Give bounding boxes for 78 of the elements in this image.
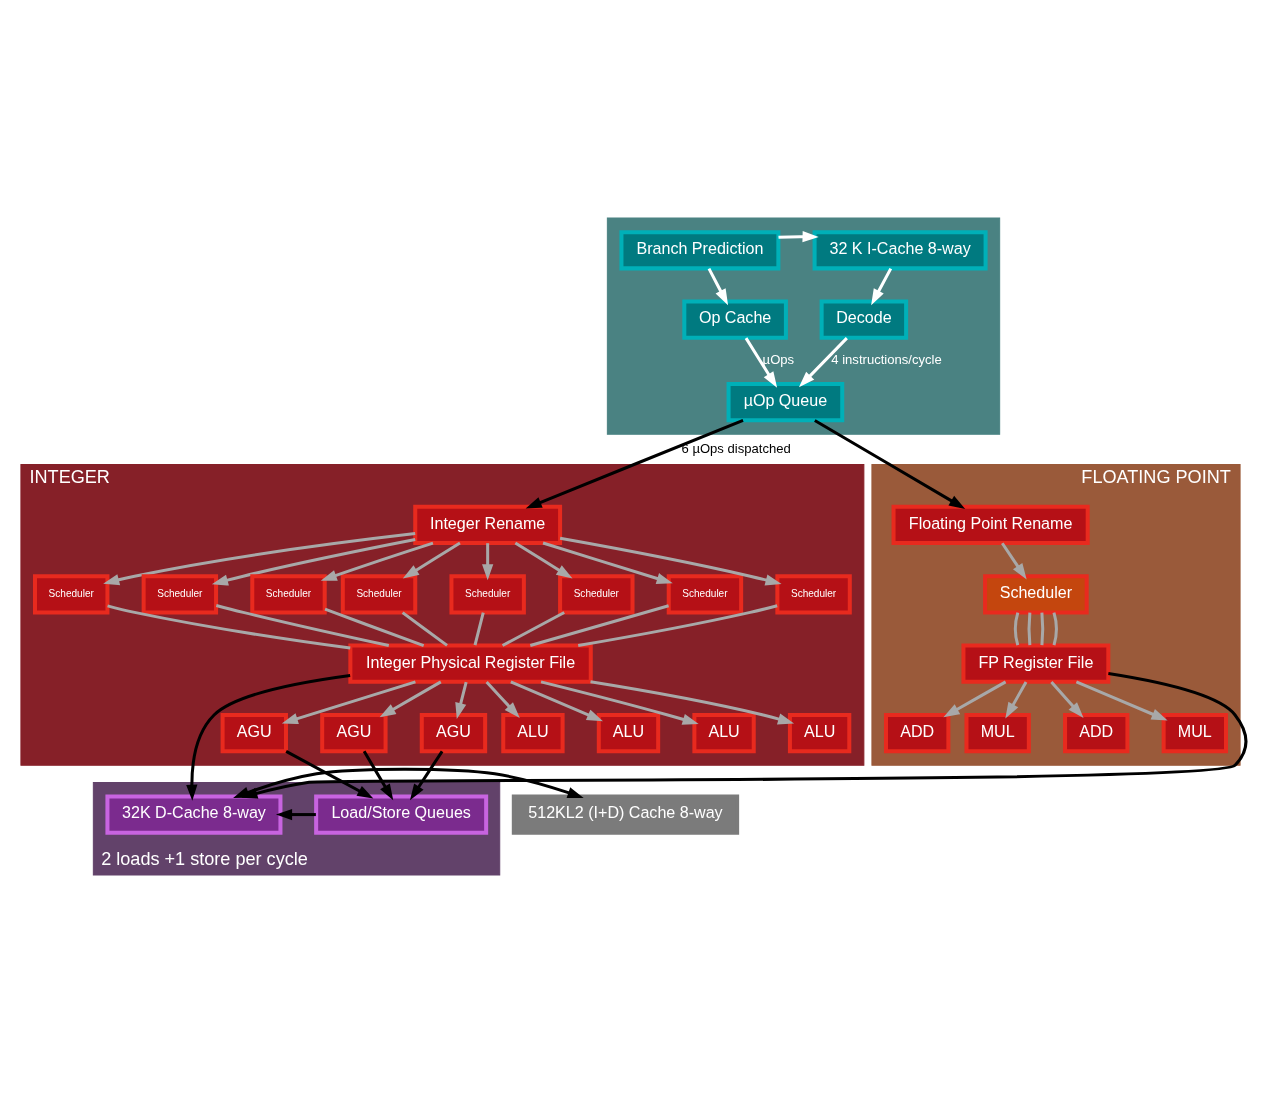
- node-box: Integer Rename: [413, 504, 563, 545]
- node-box: Load/Store Queues: [314, 794, 489, 835]
- arrow: [485, 681, 520, 718]
- arrow: [943, 680, 1007, 718]
- node-box: ALU: [596, 713, 661, 754]
- connector: [529, 604, 669, 647]
- arrow: [514, 541, 573, 579]
- arrow: [103, 532, 416, 586]
- node-box: MUL: [964, 713, 1031, 754]
- node-box: 32 K I-Cache 8-way: [812, 230, 988, 271]
- node-box: Scheduler: [449, 574, 526, 615]
- arrow: [362, 750, 394, 801]
- arrow: [525, 418, 744, 509]
- connector: [1052, 612, 1058, 646]
- arrow: [814, 419, 966, 509]
- connector: [324, 607, 425, 647]
- node-box: Scheduler: [666, 574, 744, 615]
- node-box: Branch Prediction: [619, 230, 781, 271]
- node-box: Scheduler: [558, 574, 635, 615]
- node-box: Floating Point Rename: [891, 504, 1090, 545]
- arrow: [590, 680, 795, 725]
- edge-label: µOps: [762, 352, 795, 368]
- arrow: [320, 541, 434, 581]
- node-box: Op Cache: [682, 299, 788, 340]
- node-box: Integer Physical Register File: [348, 643, 593, 684]
- node-box: MUL: [1161, 713, 1228, 754]
- connector: [107, 604, 351, 650]
- node-box: Scheduler: [983, 574, 1089, 615]
- arrow: [559, 536, 782, 586]
- arrow: [1001, 542, 1027, 580]
- arrow: [379, 680, 442, 718]
- connector: [473, 612, 485, 646]
- arrow: [1075, 680, 1168, 721]
- arrow: [402, 541, 461, 579]
- arrow: [409, 750, 444, 801]
- arrow: [1050, 681, 1084, 718]
- node-box: Decode: [819, 299, 909, 340]
- node-box: ADD: [1063, 713, 1130, 754]
- connector: [501, 611, 565, 647]
- connector: [577, 604, 778, 647]
- cluster: [606, 217, 1001, 435]
- node-box: Scheduler: [141, 574, 219, 615]
- arrow: [285, 750, 374, 799]
- node-box: AGU: [320, 713, 388, 754]
- edge-label: 4 instructions/cycle: [831, 352, 942, 368]
- node-box: ALU: [501, 713, 565, 754]
- node-box: ADD: [884, 713, 951, 754]
- node-box: 512KL2 (I+D) Cache 8-way: [511, 794, 740, 835]
- node-box: Scheduler: [33, 574, 110, 615]
- arrow: [275, 808, 316, 821]
- node-box: Scheduler: [340, 574, 418, 615]
- arrow: [455, 681, 468, 719]
- connector: [401, 611, 448, 647]
- node-box: 32K D-Cache 8-way: [105, 794, 283, 835]
- arrow: [211, 538, 416, 586]
- arrow: [281, 680, 416, 725]
- arrow: [744, 337, 778, 388]
- node-box: µOp Queue: [726, 382, 845, 423]
- arrow: [540, 680, 699, 725]
- node-box: AGU: [419, 713, 488, 754]
- node-box: FP Register File: [961, 643, 1111, 684]
- node-box: AGU: [220, 713, 288, 754]
- arrow: [1005, 681, 1028, 719]
- arrow: [542, 541, 673, 584]
- arrow: [778, 231, 819, 243]
- arrow: [871, 267, 893, 306]
- connector: [215, 603, 390, 647]
- connector: [1027, 612, 1032, 646]
- node-box: Scheduler: [775, 574, 852, 615]
- connector: [1014, 612, 1020, 646]
- node-box: ALU: [692, 713, 756, 754]
- node-box: ALU: [787, 713, 852, 754]
- arrow: [798, 337, 848, 388]
- arrow: [510, 680, 603, 722]
- arrow: [707, 267, 729, 306]
- connector: [1040, 612, 1045, 646]
- node-box: Scheduler: [250, 574, 327, 615]
- arrow: [482, 543, 494, 581]
